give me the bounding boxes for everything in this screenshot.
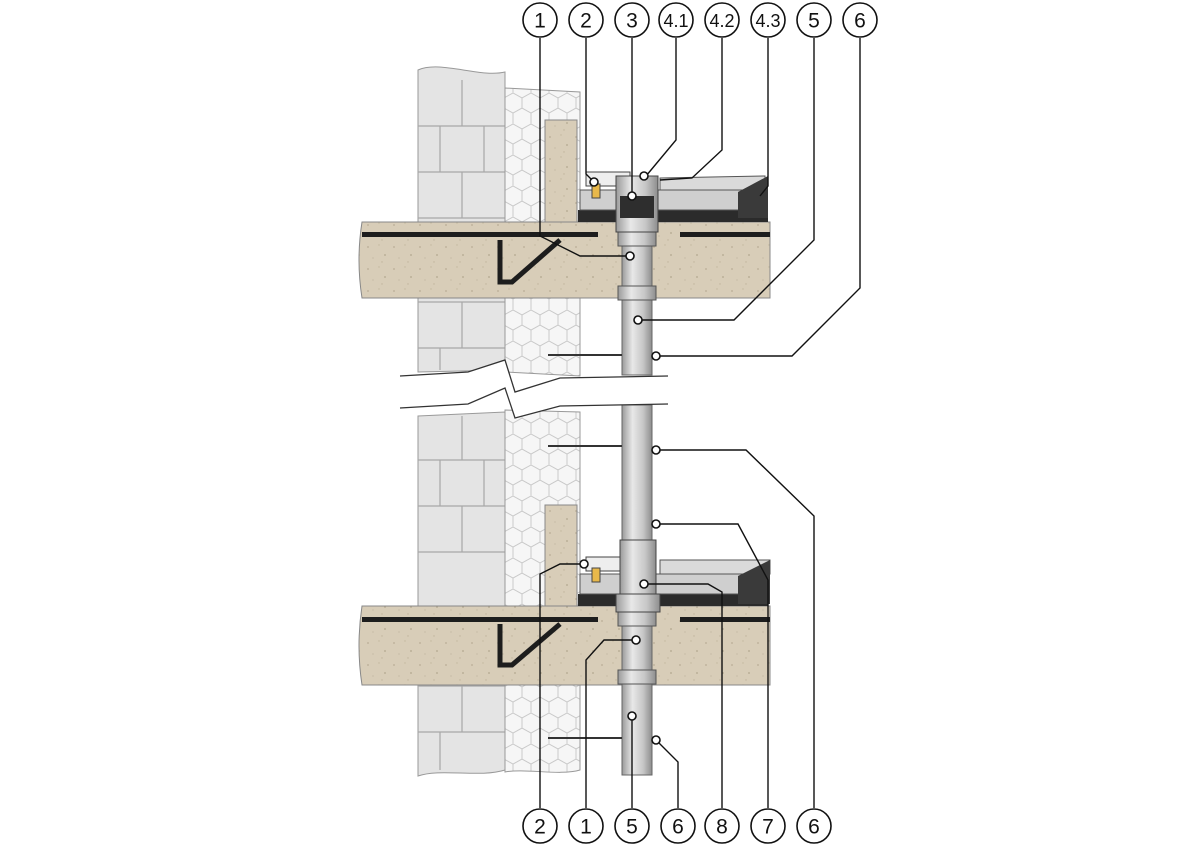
callouts-top: 1 2 3 4.1 4.2 4.3 5 6	[522, 2, 878, 38]
callout-top-4-1: 4.1	[658, 2, 694, 38]
callout-bottom-6a: 6	[660, 808, 696, 844]
break-lines	[399, 359, 669, 419]
fixing-screws	[548, 354, 622, 739]
callout-bottom-6b-label: 6	[808, 816, 820, 839]
callouts-bottom: 2 1 5 6 8 7 6	[522, 808, 832, 844]
callout-top-1-label: 1	[534, 10, 546, 33]
callout-bottom-2: 2	[522, 808, 558, 844]
callout-bottom-8-label: 8	[716, 816, 728, 839]
callout-bottom-2-label: 2	[534, 816, 546, 839]
callout-top-6: 6	[842, 2, 878, 38]
callout-top-3: 3	[614, 2, 650, 38]
callout-top-5: 5	[796, 2, 832, 38]
callout-bottom-8: 8	[704, 808, 740, 844]
balcony-plate-lower	[578, 556, 771, 606]
callout-top-2: 2	[568, 2, 604, 38]
callout-bottom-1: 1	[568, 808, 604, 844]
callout-bottom-7-label: 7	[762, 816, 774, 839]
callout-bottom-6a-label: 6	[672, 816, 684, 839]
callout-bottom-5: 5	[614, 808, 650, 844]
callout-top-4-2: 4.2	[704, 2, 740, 38]
floor-slab-upper	[358, 119, 771, 299]
callout-bottom-7: 7	[750, 808, 786, 844]
callout-bottom-1-label: 1	[580, 816, 592, 839]
callout-top-2-label: 2	[580, 10, 592, 33]
callout-top-4-3: 4.3	[750, 2, 786, 38]
callout-top-4-1-label: 4.1	[663, 11, 688, 31]
leader-lines	[539, 38, 861, 808]
callout-top-4-3-label: 4.3	[755, 11, 780, 31]
callout-top-5-label: 5	[808, 10, 820, 33]
drain-pipe	[615, 175, 661, 776]
callout-bottom-5-label: 5	[626, 816, 638, 839]
floor-slab-lower	[358, 504, 771, 686]
callout-bottom-6b: 6	[796, 808, 832, 844]
callout-top-1: 1	[522, 2, 558, 38]
callout-top-4-2-label: 4.2	[709, 11, 734, 31]
callout-top-6-label: 6	[854, 10, 866, 33]
callout-top-3-label: 3	[626, 10, 638, 33]
leader-dots	[579, 171, 661, 745]
